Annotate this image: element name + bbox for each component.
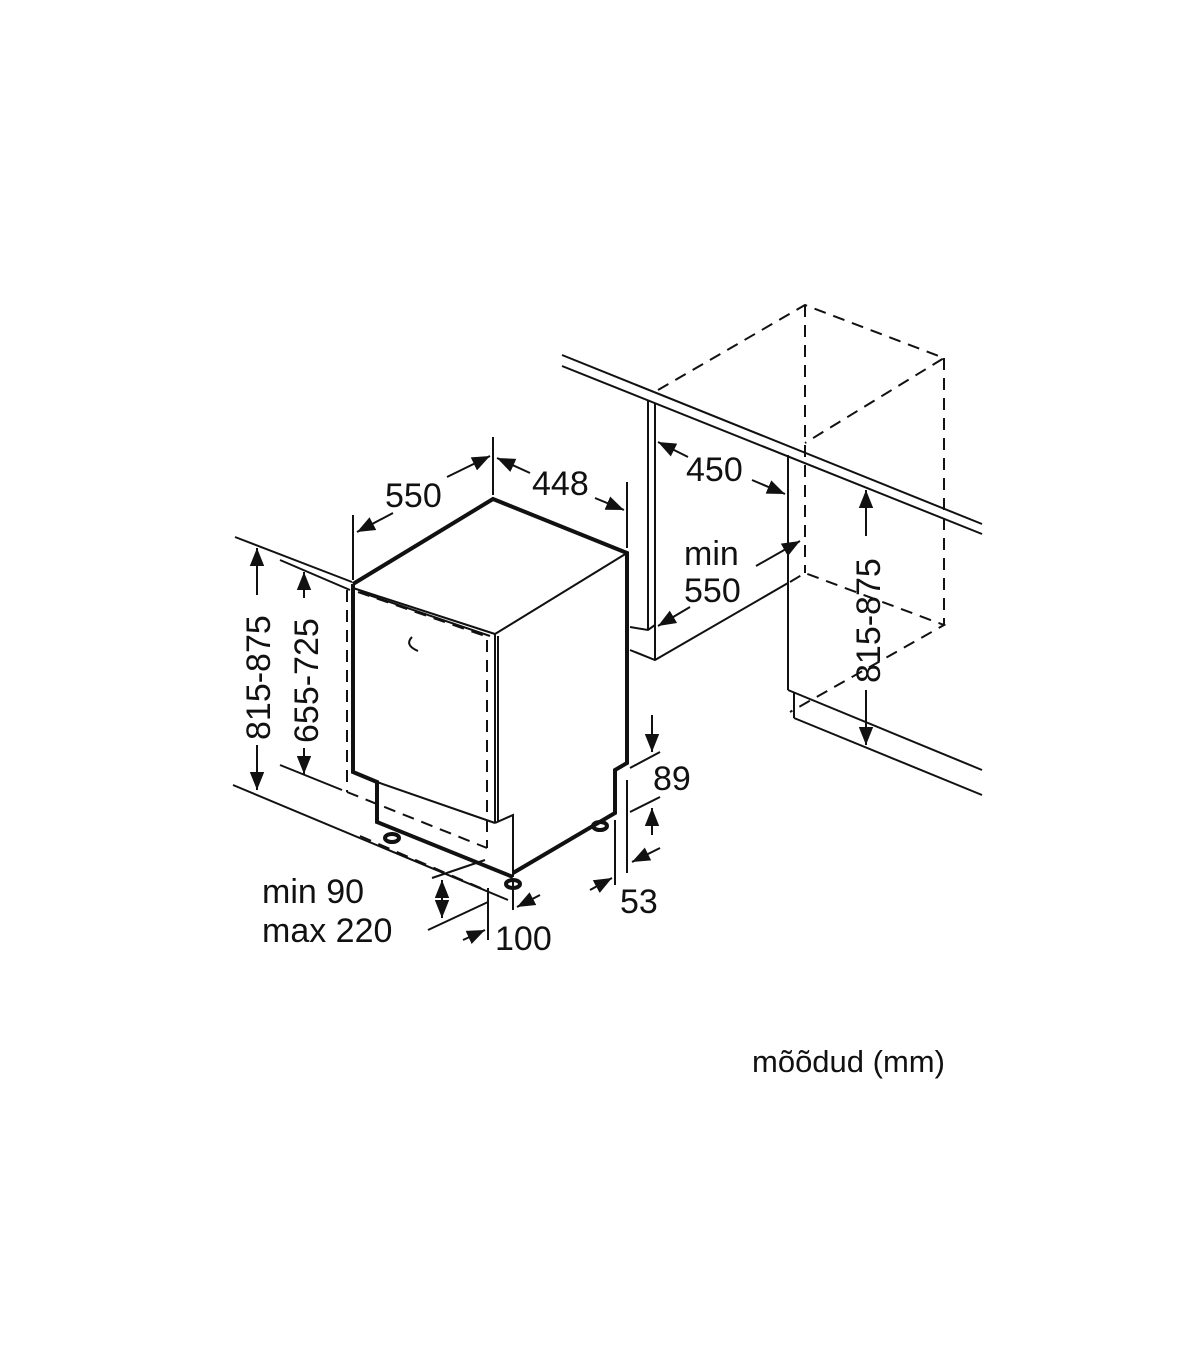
- appliance-height-label: 815-875: [240, 615, 278, 740]
- plinth-min-label: min 90: [262, 873, 364, 911]
- plinth-depth-label: 100: [495, 920, 552, 958]
- door-handle-icon: [408, 636, 419, 652]
- foot-icon: [383, 832, 401, 844]
- foot-icon: [591, 820, 609, 832]
- dashed-cabinet-outline: [657, 303, 947, 713]
- foot-height-label: 89: [653, 760, 691, 798]
- plinth-max-label: max 220: [262, 912, 392, 950]
- countertop: [561, 354, 983, 535]
- depth-label: 550: [385, 477, 442, 515]
- units-caption: mõõdud (mm): [752, 1044, 945, 1079]
- dishwasher-body: [351, 496, 629, 890]
- niche-width-label: 450: [686, 451, 743, 489]
- width-label: 448: [532, 465, 589, 503]
- cabinet-niche: [629, 400, 983, 796]
- door-panel-outline: [346, 590, 489, 891]
- niche-depth-min-label: min: [684, 535, 739, 573]
- niche-depth-value-label: 550: [684, 572, 741, 610]
- niche-height-label: 815-875: [850, 558, 888, 683]
- foot-setback-label: 53: [620, 883, 658, 921]
- dimension-lines: [232, 437, 874, 945]
- door-height-label: 655-725: [288, 618, 326, 743]
